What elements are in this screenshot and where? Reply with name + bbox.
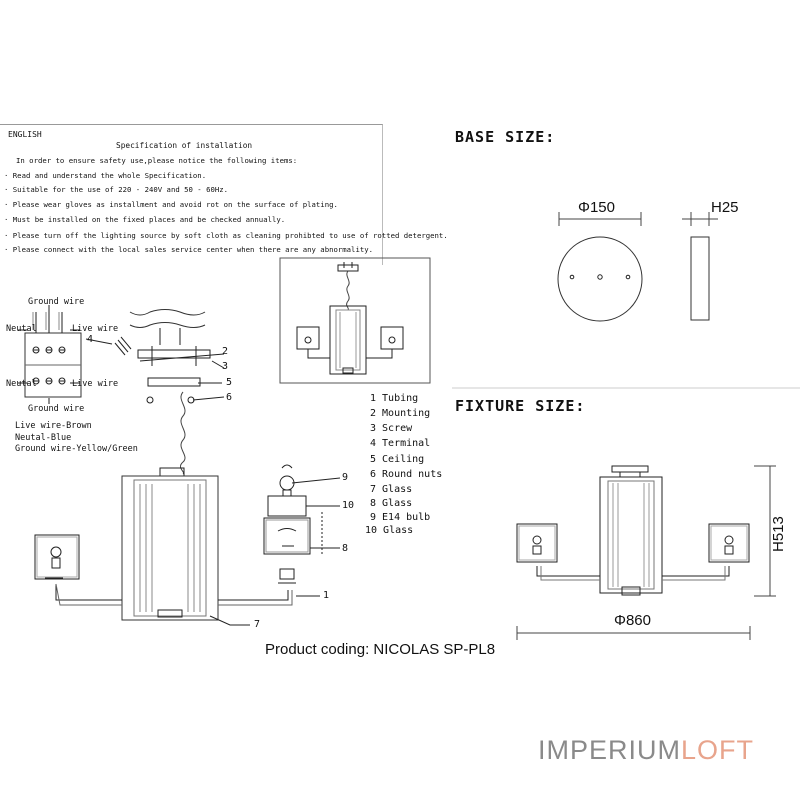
spec-item: · Please connect with the local sales se…	[4, 245, 374, 254]
callout-5: 5	[226, 377, 233, 388]
spec-intro: In order to ensure safety use,please not…	[16, 156, 298, 165]
base-size-drawing	[557, 212, 718, 322]
callout-3: 3	[222, 361, 229, 372]
wire-color-ground: Ground wire-Yellow/Green	[15, 444, 138, 454]
assembled-preview	[279, 257, 431, 384]
fixture-width: Φ860	[614, 612, 651, 629]
callout-10: 10	[342, 500, 355, 511]
mounting-assembly	[85, 309, 225, 404]
legend-item: 3 Screw	[370, 423, 413, 434]
wire-color-live: Live wire-Brown	[15, 421, 92, 431]
callout-7: 7	[254, 619, 261, 630]
legend-item: 9 E14 bulb	[370, 512, 431, 523]
legend-item: 4 Terminal	[370, 438, 431, 449]
fixture-height: H513	[770, 516, 787, 552]
callout-2: 2	[222, 346, 229, 357]
legend-item: 1 Tubing	[370, 393, 419, 404]
legend-item: 6 Round nuts	[370, 469, 443, 480]
wire-color-neutral: Neutal-Blue	[15, 433, 72, 443]
brand-logo: IMPERIUMLOFT	[538, 735, 754, 766]
callout-9: 9	[342, 472, 349, 483]
fixture-exploded-view	[34, 391, 320, 626]
brand-part-accent: LOFT	[681, 735, 755, 765]
spec-item: · Read and understand the whole Specific…	[4, 171, 207, 180]
callout-8: 8	[342, 543, 349, 554]
label-neutral-top: Neutal	[6, 324, 37, 334]
spec-item: · Please wear gloves as installment and …	[4, 200, 338, 209]
label-live-top: Live wire	[72, 324, 119, 334]
spec-language: ENGLISH	[8, 130, 42, 139]
legend-item: 5 Ceiling	[370, 454, 425, 465]
base-height: H25	[711, 199, 739, 216]
specification-panel: ENGLISH Specification of installation In…	[0, 124, 448, 265]
callout-4: 4	[87, 334, 94, 345]
legend-item: 7 Glass	[370, 484, 413, 495]
label-ground-top: Ground wire	[28, 297, 85, 307]
label-ground-bottom: Ground wire	[28, 404, 85, 414]
brand-part-main: IMPERIUM	[538, 735, 681, 765]
callout-1: 1	[323, 590, 330, 601]
fixture-size-drawing	[516, 465, 776, 640]
terminal-block-diagram	[18, 305, 82, 404]
spec-title: Specification of installation	[116, 141, 253, 150]
legend-item: 8 Glass	[370, 498, 413, 509]
product-coding: Product coding: NICOLAS SP-PL8	[265, 641, 496, 658]
legend-item: 2 Mounting	[370, 408, 431, 419]
spec-item: · Please turn off the lighting source by…	[4, 231, 448, 240]
spec-item: · Suitable for the use of 220 - 240V and…	[4, 185, 229, 194]
bulb-glass-detail	[263, 464, 341, 555]
fixture-size-title: FIXTURE SIZE:	[455, 397, 586, 415]
callout-6: 6	[226, 392, 233, 403]
base-size-title: BASE SIZE:	[455, 128, 556, 146]
base-diameter: Φ150	[578, 199, 615, 216]
legend-item: 10 Glass	[365, 525, 414, 536]
spec-item: · Must be installed on the fixed places …	[4, 215, 286, 224]
label-neutral-bottom: Neutal	[6, 379, 37, 389]
label-live-bottom: Live wire	[72, 379, 119, 389]
